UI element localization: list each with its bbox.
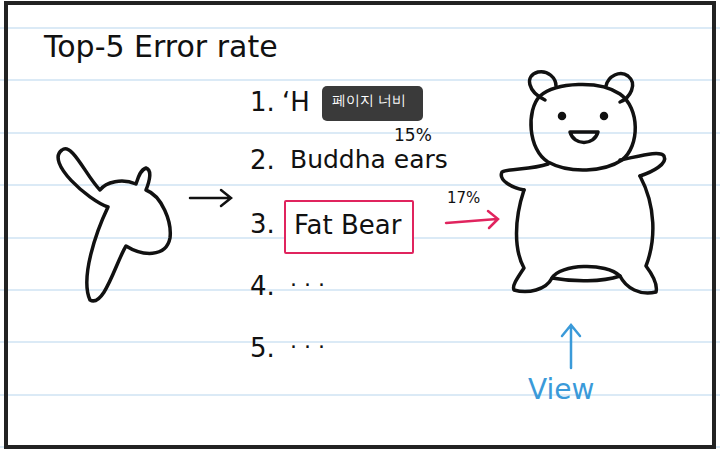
highlight-box: Fat Bear [284,200,414,254]
view-label: View [528,374,594,406]
view-arrow [562,325,580,368]
list-number: 4. [250,272,275,302]
error-percent: 17% [447,190,480,207]
ellipsis: · · · [290,334,325,359]
error-percent: 15% [394,126,432,146]
red-arrow [446,211,498,228]
node-text: 페이지 너비 [332,92,413,108]
bear-figure [501,72,664,293]
list-number: 5. [250,334,275,364]
ellipsis: · · · [290,272,325,297]
pointer-arrow [190,190,231,206]
list-number: 3. [250,210,275,240]
page-frame [6,3,714,447]
list-item: Buddha ears [290,146,448,175]
list-number: 1. [250,88,275,118]
tooltip-box: 페이지 너비 [322,86,423,121]
blob-figure [58,149,170,301]
list-number: 2. [250,146,275,176]
page-title: Top-5 Error rate [44,30,278,65]
list-item: ‘H [282,88,310,118]
ruled-lines [0,28,720,447]
node-text: Fat Bear [294,211,404,241]
